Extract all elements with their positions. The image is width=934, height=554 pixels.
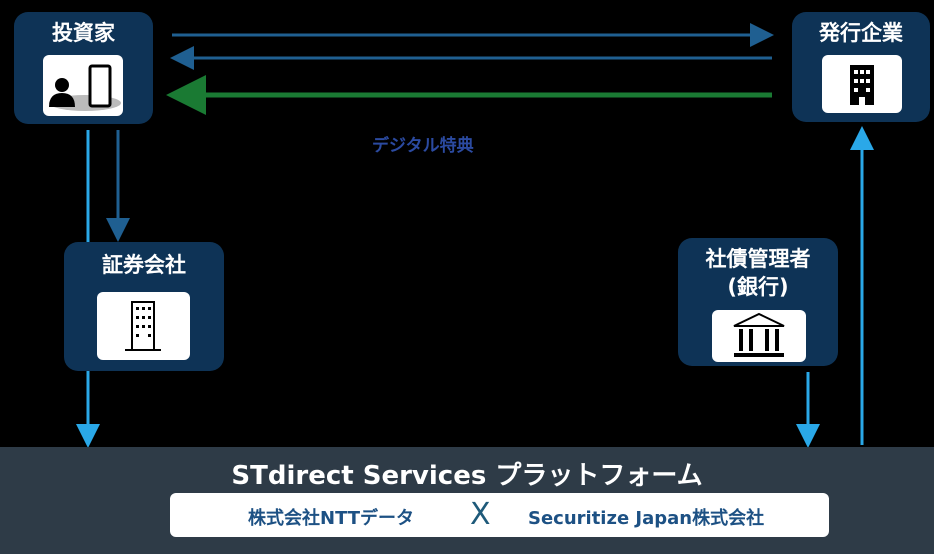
investor-node: 投資家: [14, 12, 153, 124]
bank-icon: [712, 310, 806, 362]
cross-symbol: X: [470, 497, 491, 532]
bond-manager-node: 社債管理者 (銀行): [678, 238, 838, 366]
issuer-title: 発行企業: [819, 21, 903, 45]
digital-benefit-label: デジタル特典: [372, 136, 474, 156]
platform-title: STdirect Services プラットフォーム: [231, 461, 703, 491]
securities-node: 証券会社: [64, 242, 224, 371]
platform-bar: STdirect Services プラットフォーム 株式会社NTTデータ X …: [0, 447, 934, 554]
partners-box: 株式会社NTTデータ X Securitize Japan株式会社: [170, 493, 829, 537]
bond-manager-title: 社債管理者: [705, 247, 811, 271]
securities-title: 証券会社: [102, 253, 186, 277]
investor-title: 投資家: [52, 21, 115, 45]
partner-securitize: Securitize Japan株式会社: [528, 508, 765, 529]
bond-manager-subtitle: (銀行): [727, 275, 789, 299]
person-smartphone-icon: [43, 55, 123, 116]
office-building-icon: [97, 292, 190, 360]
issuer-node: 発行企業: [792, 12, 930, 122]
office-building-icon: [822, 55, 902, 113]
partner-ntt-data: 株式会社NTTデータ: [248, 508, 415, 529]
